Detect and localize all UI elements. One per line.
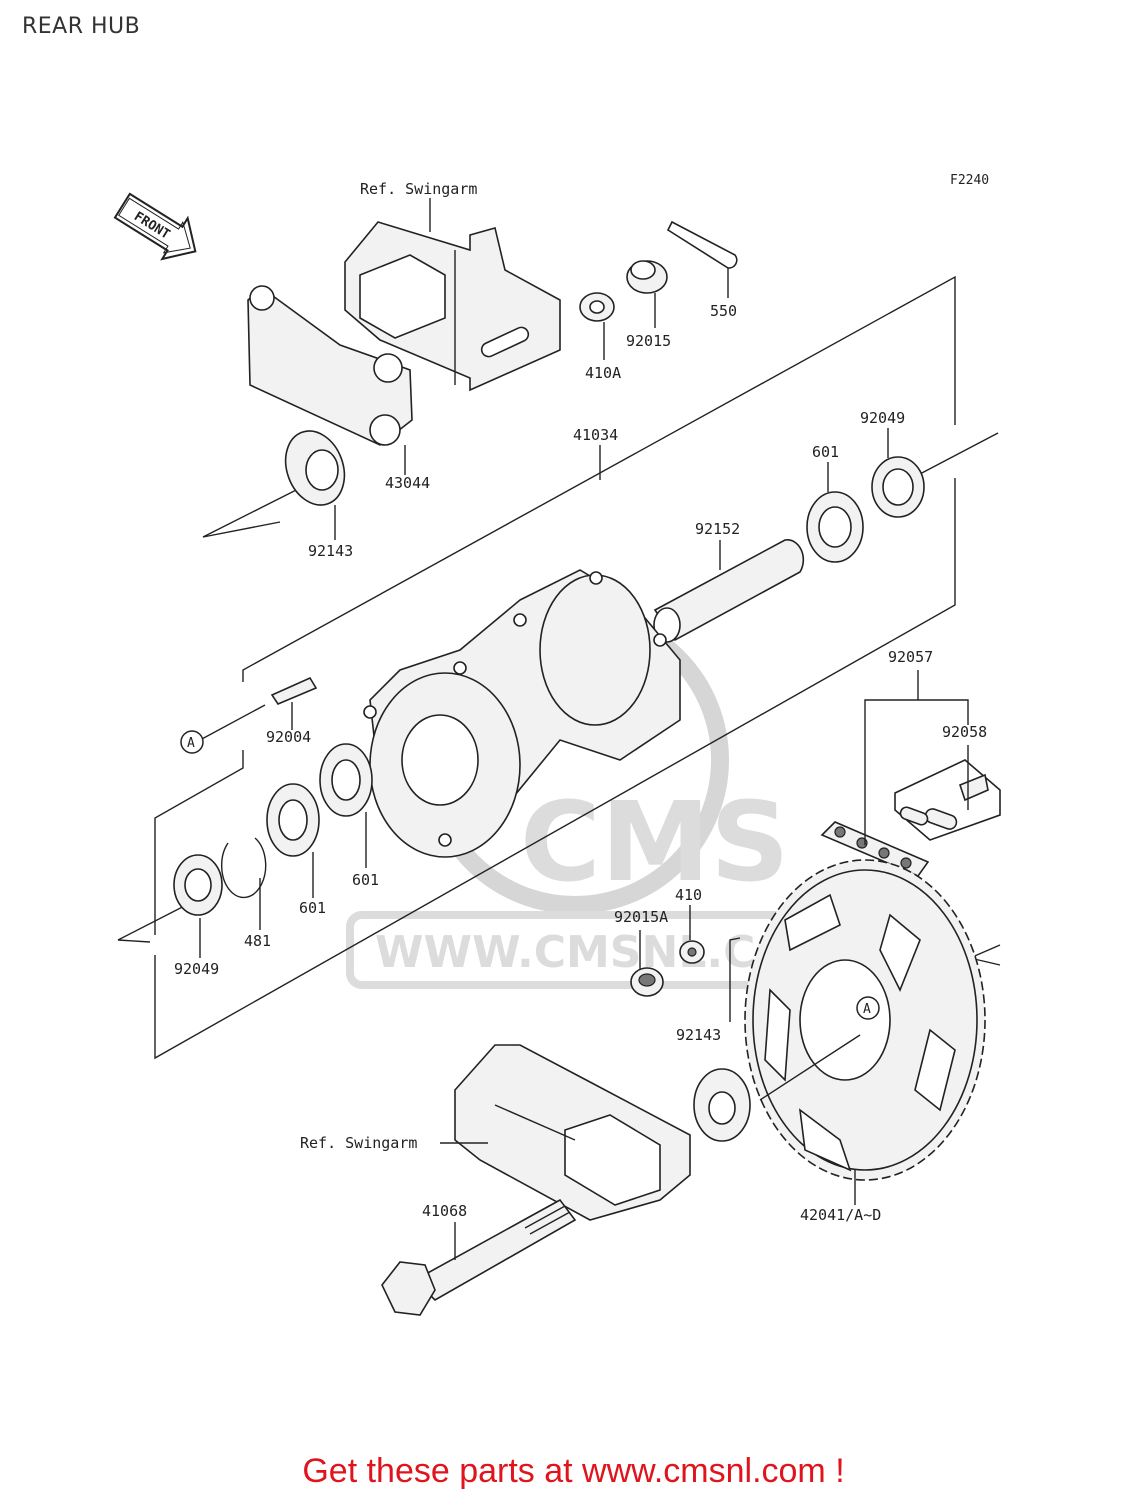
spacer-92152 <box>653 539 805 643</box>
swingarm-end-lower <box>454 1044 691 1221</box>
ref-swingarm-top-label: Ref. Swingarm <box>360 180 477 198</box>
part-label-481: 481 <box>244 932 271 950</box>
promo-link[interactable]: Get these parts at www.cmsnl.com ! <box>302 1452 845 1490</box>
master-link-92058 <box>894 759 1001 841</box>
page-title: REAR HUB <box>22 14 141 39</box>
collar-92143-upper <box>284 430 346 506</box>
part-label-92049-right: 92049 <box>860 409 905 427</box>
part-label-41068: 41068 <box>422 1202 467 1220</box>
part-label-601-right: 601 <box>812 443 839 461</box>
part-label-601-b: 601 <box>299 899 326 917</box>
nut-92015 <box>626 260 668 294</box>
watermark-logo-text: CMS <box>520 778 789 906</box>
part-label-601-a: 601 <box>352 871 379 889</box>
callout-a-left: A <box>180 730 204 754</box>
part-label-43044: 43044 <box>385 474 430 492</box>
part-label-42041: 42041/A~D <box>800 1206 881 1224</box>
front-arrow-icon: FRONT <box>113 192 197 261</box>
part-label-92143-bottom: 92143 <box>676 1026 721 1044</box>
circlip-481 <box>221 837 267 899</box>
part-label-92058: 92058 <box>942 723 987 741</box>
nut-92015A <box>630 967 664 997</box>
axle-bolt-41068 <box>381 1198 577 1316</box>
callout-a-right-label: A <box>863 1002 871 1017</box>
washer-410 <box>679 940 705 964</box>
part-label-410A: 410A <box>585 364 621 382</box>
bearing-601-right <box>806 491 864 563</box>
part-label-92004: 92004 <box>266 728 311 746</box>
callout-a-right: A <box>856 996 880 1020</box>
part-label-550: 550 <box>710 302 737 320</box>
part-label-92143-top: 92143 <box>308 542 353 560</box>
oil-seal-92049-right <box>871 456 925 518</box>
washer-410A <box>579 292 615 322</box>
rear-sprocket-42041 <box>744 859 986 1181</box>
cotter-pin-550 <box>666 220 738 269</box>
leader-lines <box>199 198 969 1260</box>
part-label-92015A: 92015A <box>614 908 668 926</box>
stud-92004 <box>270 676 318 705</box>
rear-hub-41034 <box>363 569 681 858</box>
part-label-92057: 92057 <box>888 648 933 666</box>
part-labels: Ref. Swingarm 550 92015 410A 41034 43044… <box>174 180 987 1224</box>
swingarm-end-upper <box>344 221 561 392</box>
callout-a-left-label: A <box>187 736 195 751</box>
assembly-frame-lines <box>117 275 1001 1060</box>
figure-code: F2240 <box>950 173 989 188</box>
collar-92143-lower <box>693 1068 751 1142</box>
chain-adjuster-43044 <box>247 285 413 446</box>
part-label-92049-left: 92049 <box>174 960 219 978</box>
part-label-410: 410 <box>675 886 702 904</box>
bearing-601-b <box>266 783 320 857</box>
oil-seal-92049-left <box>173 854 223 916</box>
part-label-92015: 92015 <box>626 332 671 350</box>
part-label-41034: 41034 <box>573 426 618 444</box>
bearing-601-a <box>319 743 373 817</box>
part-label-92152: 92152 <box>695 520 740 538</box>
ref-swingarm-bottom-label: Ref. Swingarm <box>300 1134 417 1152</box>
